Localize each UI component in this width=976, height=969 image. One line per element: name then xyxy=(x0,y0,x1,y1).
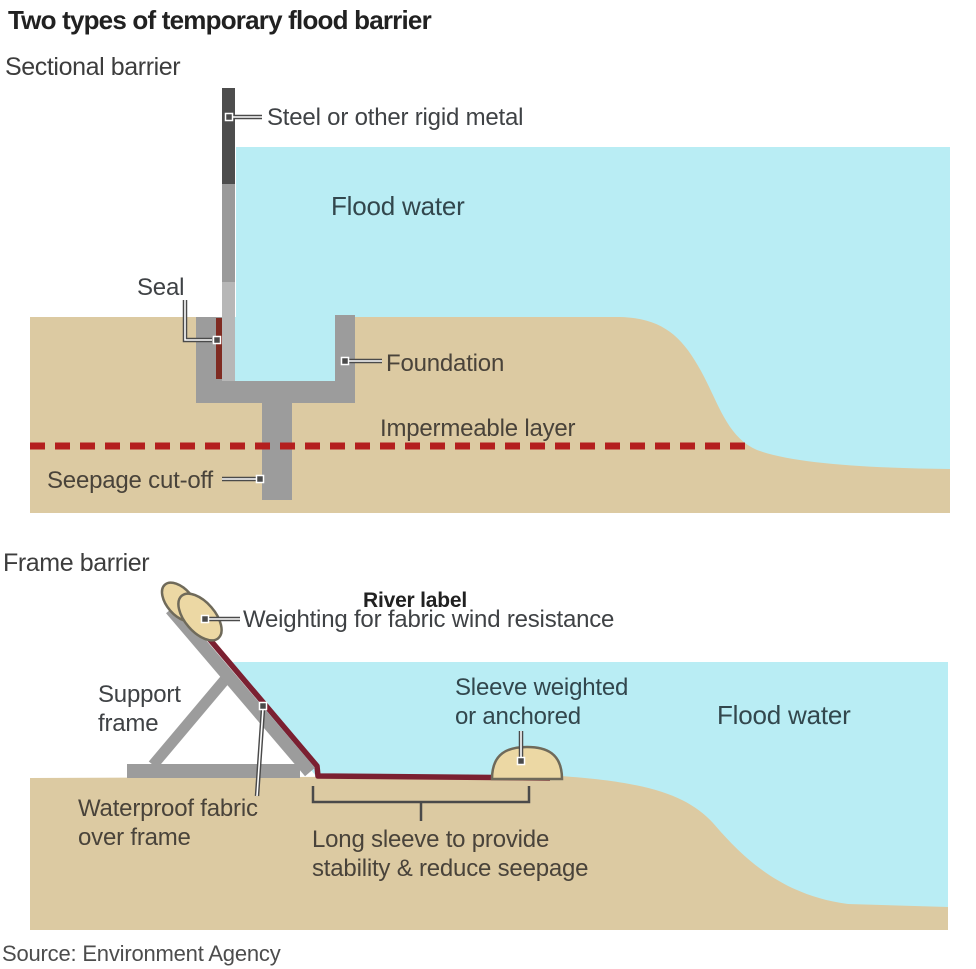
label-steel: Steel or other rigid metal xyxy=(267,104,524,131)
sectional-leader-lines xyxy=(182,112,382,484)
seal-shape xyxy=(216,318,222,379)
label-sectional-flood-water: Flood water xyxy=(331,191,465,221)
label-impermeable-layer: Impermeable layer xyxy=(380,415,576,442)
frame-barrier-diagram xyxy=(30,581,948,930)
sectional-barrier-diagram xyxy=(30,88,950,513)
foundation-marker-dot xyxy=(340,356,350,366)
label-waterproof-fabric: Waterproof fabric over frame xyxy=(78,795,258,851)
long-sleeve-bracket xyxy=(311,786,531,821)
seal-marker-dot xyxy=(212,335,222,345)
waterproof-fabric-shape xyxy=(175,600,551,781)
label-foundation: Foundation xyxy=(386,350,505,377)
frame-ground-shape xyxy=(30,776,948,930)
page-title: Two types of temporary flood barrier xyxy=(8,5,432,35)
seepage-marker-dot xyxy=(255,474,265,484)
sleeve-weight-shape xyxy=(490,745,564,781)
source-credit: Source: Environment Agency xyxy=(2,941,281,966)
barrier-column-shape xyxy=(222,88,235,381)
frame-base-bar xyxy=(127,764,300,778)
foundation-channel-water-shape xyxy=(235,317,335,381)
sectional-barrier-heading: Sectional barrier xyxy=(5,53,181,81)
label-sleeve-weighted: Sleeve weighted or anchored xyxy=(455,674,629,730)
label-river: River label xyxy=(363,589,468,612)
label-frame-flood-water: Flood water xyxy=(717,700,851,730)
fabric-marker-dot xyxy=(258,701,268,711)
label-weighting: Weighting for fabric wind resistance xyxy=(243,606,615,633)
frame-main-bar xyxy=(166,604,315,777)
seepage-cutoff-shape xyxy=(262,403,292,500)
label-seepage-cutoff: Seepage cut-off xyxy=(47,467,214,494)
frame-leader-lines xyxy=(200,614,526,797)
weighting-marker-dot xyxy=(200,614,210,624)
frame-barrier-heading: Frame barrier xyxy=(3,549,150,577)
steel-marker-dot xyxy=(224,112,234,122)
frame-brace-bar xyxy=(148,672,233,769)
sleeve-marker-dot xyxy=(516,756,526,766)
foundation-shape xyxy=(196,315,355,500)
label-support-frame: Support frame xyxy=(98,681,181,737)
weighting-shape xyxy=(160,581,223,642)
label-long-sleeve: Long sleeve to provide stability & reduc… xyxy=(312,826,589,882)
label-seal: Seal xyxy=(137,274,185,301)
